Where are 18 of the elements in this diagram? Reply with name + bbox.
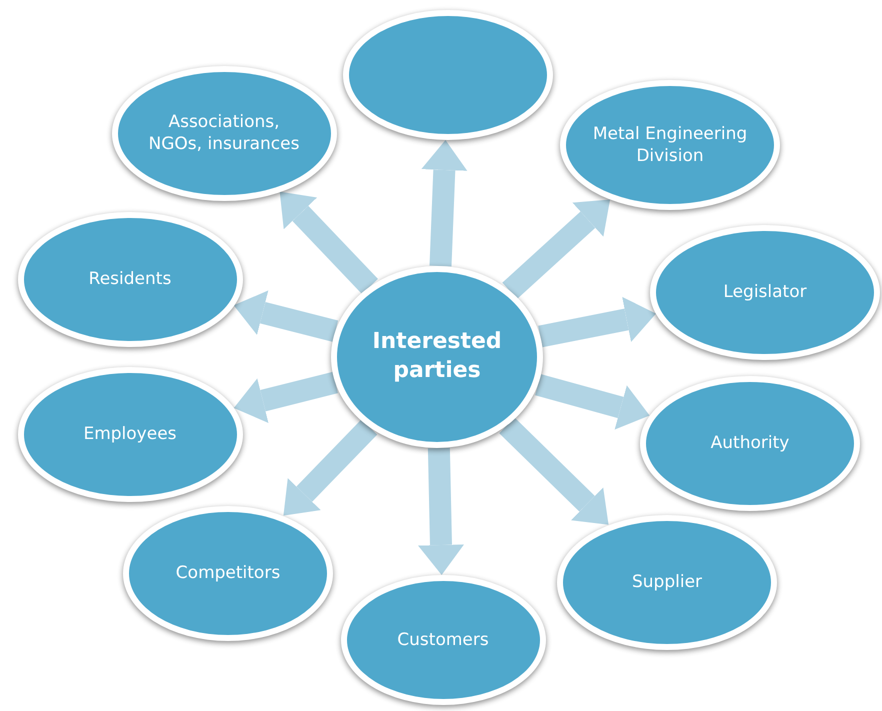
node-label: Associations, NGOs, insurances [148,110,300,156]
block-arrow [234,372,338,423]
node-label: Authority [710,432,790,454]
node-label: Residents [88,268,172,290]
block-arrow [502,200,610,299]
node-label: Customers [397,628,489,652]
block-arrow [535,374,650,430]
node-label: Interested parties [371,328,503,385]
node-label: Metal Engineering Division [592,122,748,168]
node-label: Legislator [723,280,807,304]
node-label: Supplier [632,570,702,594]
block-arrow [234,290,338,342]
block-arrow [418,448,464,575]
block-arrow [499,418,609,525]
block-arrow [421,140,468,267]
node-label: Competitors [176,562,280,584]
block-arrow [538,296,656,348]
node-label: Employees [83,422,177,446]
